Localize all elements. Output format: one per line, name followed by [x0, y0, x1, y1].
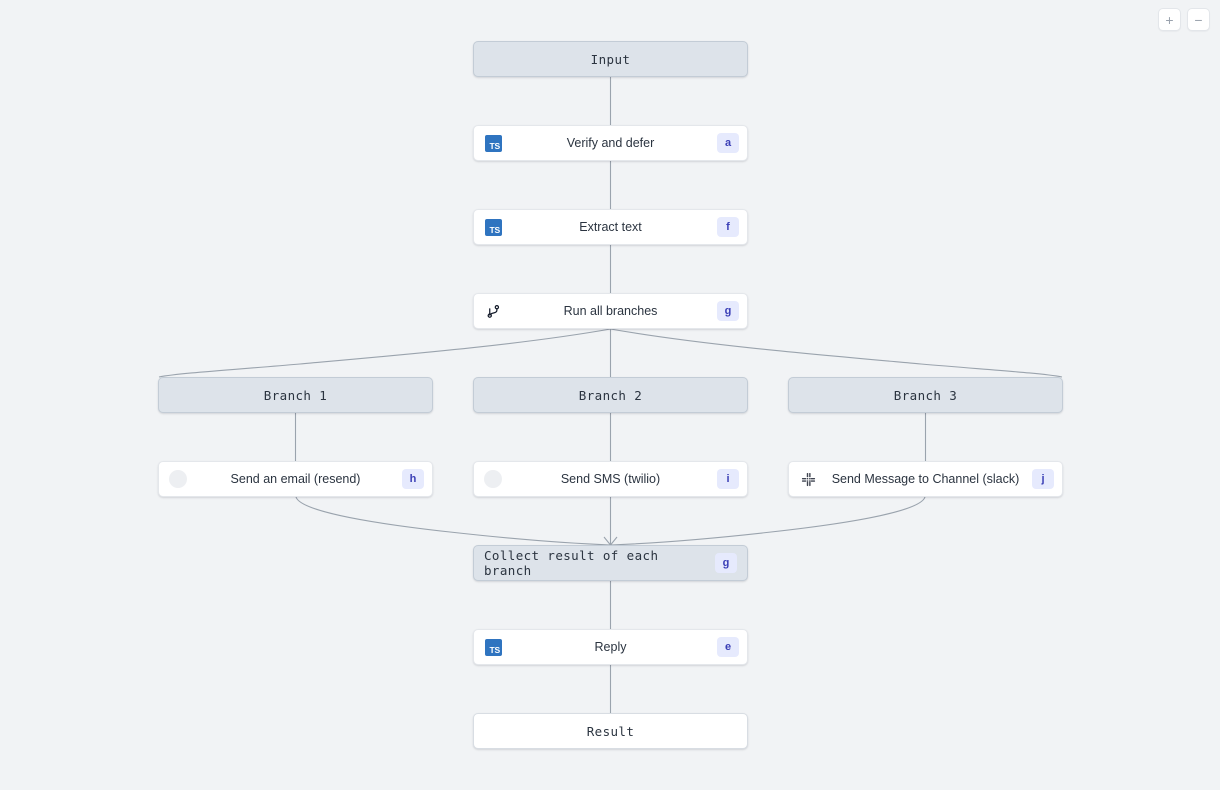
node-send-email[interactable]: Send an email (resend) h [158, 461, 433, 497]
node-collect-result-badge[interactable]: g [715, 553, 737, 573]
typescript-icon: TS [482, 132, 504, 154]
git-branch-icon [482, 300, 504, 322]
node-reply-label: Reply [594, 640, 627, 654]
node-result[interactable]: Result [473, 713, 748, 749]
zoom-out-button[interactable]: − [1187, 8, 1210, 31]
node-extract-text-label: Extract text [579, 220, 642, 234]
node-run-all-branches-badge[interactable]: g [717, 301, 739, 321]
node-send-slack-message-label: Send Message to Channel (slack) [831, 472, 1020, 486]
twilio-icon [482, 468, 504, 490]
zoom-in-button[interactable]: + [1158, 8, 1181, 31]
edge-run-branch1 [158, 328, 611, 378]
node-collect-result[interactable]: Collect result of each branch g [473, 545, 748, 581]
zoom-controls: + − [1158, 8, 1210, 31]
edge-email-collect [295, 496, 611, 546]
node-send-email-badge[interactable]: h [402, 469, 424, 489]
node-extract-text[interactable]: TS Extract text f [473, 209, 748, 245]
plus-icon: + [1165, 11, 1174, 28]
node-run-all-branches[interactable]: Run all branches g [473, 293, 748, 329]
node-branch-2[interactable]: Branch 2 [473, 377, 748, 413]
node-verify-and-defer-label: Verify and defer [566, 136, 655, 150]
resend-icon [167, 468, 189, 490]
node-extract-text-badge[interactable]: f [717, 217, 739, 237]
typescript-icon: TS [482, 216, 504, 238]
node-send-email-label: Send an email (resend) [230, 472, 361, 486]
node-branch-3-label: Branch 3 [893, 387, 958, 403]
edge-run-branch3 [610, 328, 1063, 378]
node-send-sms-label: Send SMS (twilio) [560, 472, 661, 486]
edge-slack-collect [610, 496, 926, 546]
node-result-label: Result [586, 723, 635, 739]
node-branch-2-label: Branch 2 [578, 387, 643, 403]
node-branch-1-label: Branch 1 [263, 387, 328, 403]
node-verify-and-defer-badge[interactable]: a [717, 133, 739, 153]
node-reply[interactable]: TS Reply e [473, 629, 748, 665]
node-input[interactable]: Input [473, 41, 748, 77]
edge-arrowhead-collect [603, 536, 618, 546]
node-send-sms-badge[interactable]: i [717, 469, 739, 489]
node-send-sms[interactable]: Send SMS (twilio) i [473, 461, 748, 497]
minus-icon: − [1194, 11, 1203, 28]
node-collect-result-label: Collect result of each branch [484, 548, 659, 578]
slack-icon [797, 468, 819, 490]
node-send-slack-message-badge[interactable]: j [1032, 469, 1054, 489]
node-verify-and-defer[interactable]: TS Verify and defer a [473, 125, 748, 161]
node-send-slack-message[interactable]: Send Message to Channel (slack) j [788, 461, 1063, 497]
node-branch-3[interactable]: Branch 3 [788, 377, 1063, 413]
node-reply-badge[interactable]: e [717, 637, 739, 657]
node-run-all-branches-label: Run all branches [563, 304, 658, 318]
typescript-icon: TS [482, 636, 504, 658]
node-input-label: Input [590, 51, 631, 67]
node-branch-1[interactable]: Branch 1 [158, 377, 433, 413]
